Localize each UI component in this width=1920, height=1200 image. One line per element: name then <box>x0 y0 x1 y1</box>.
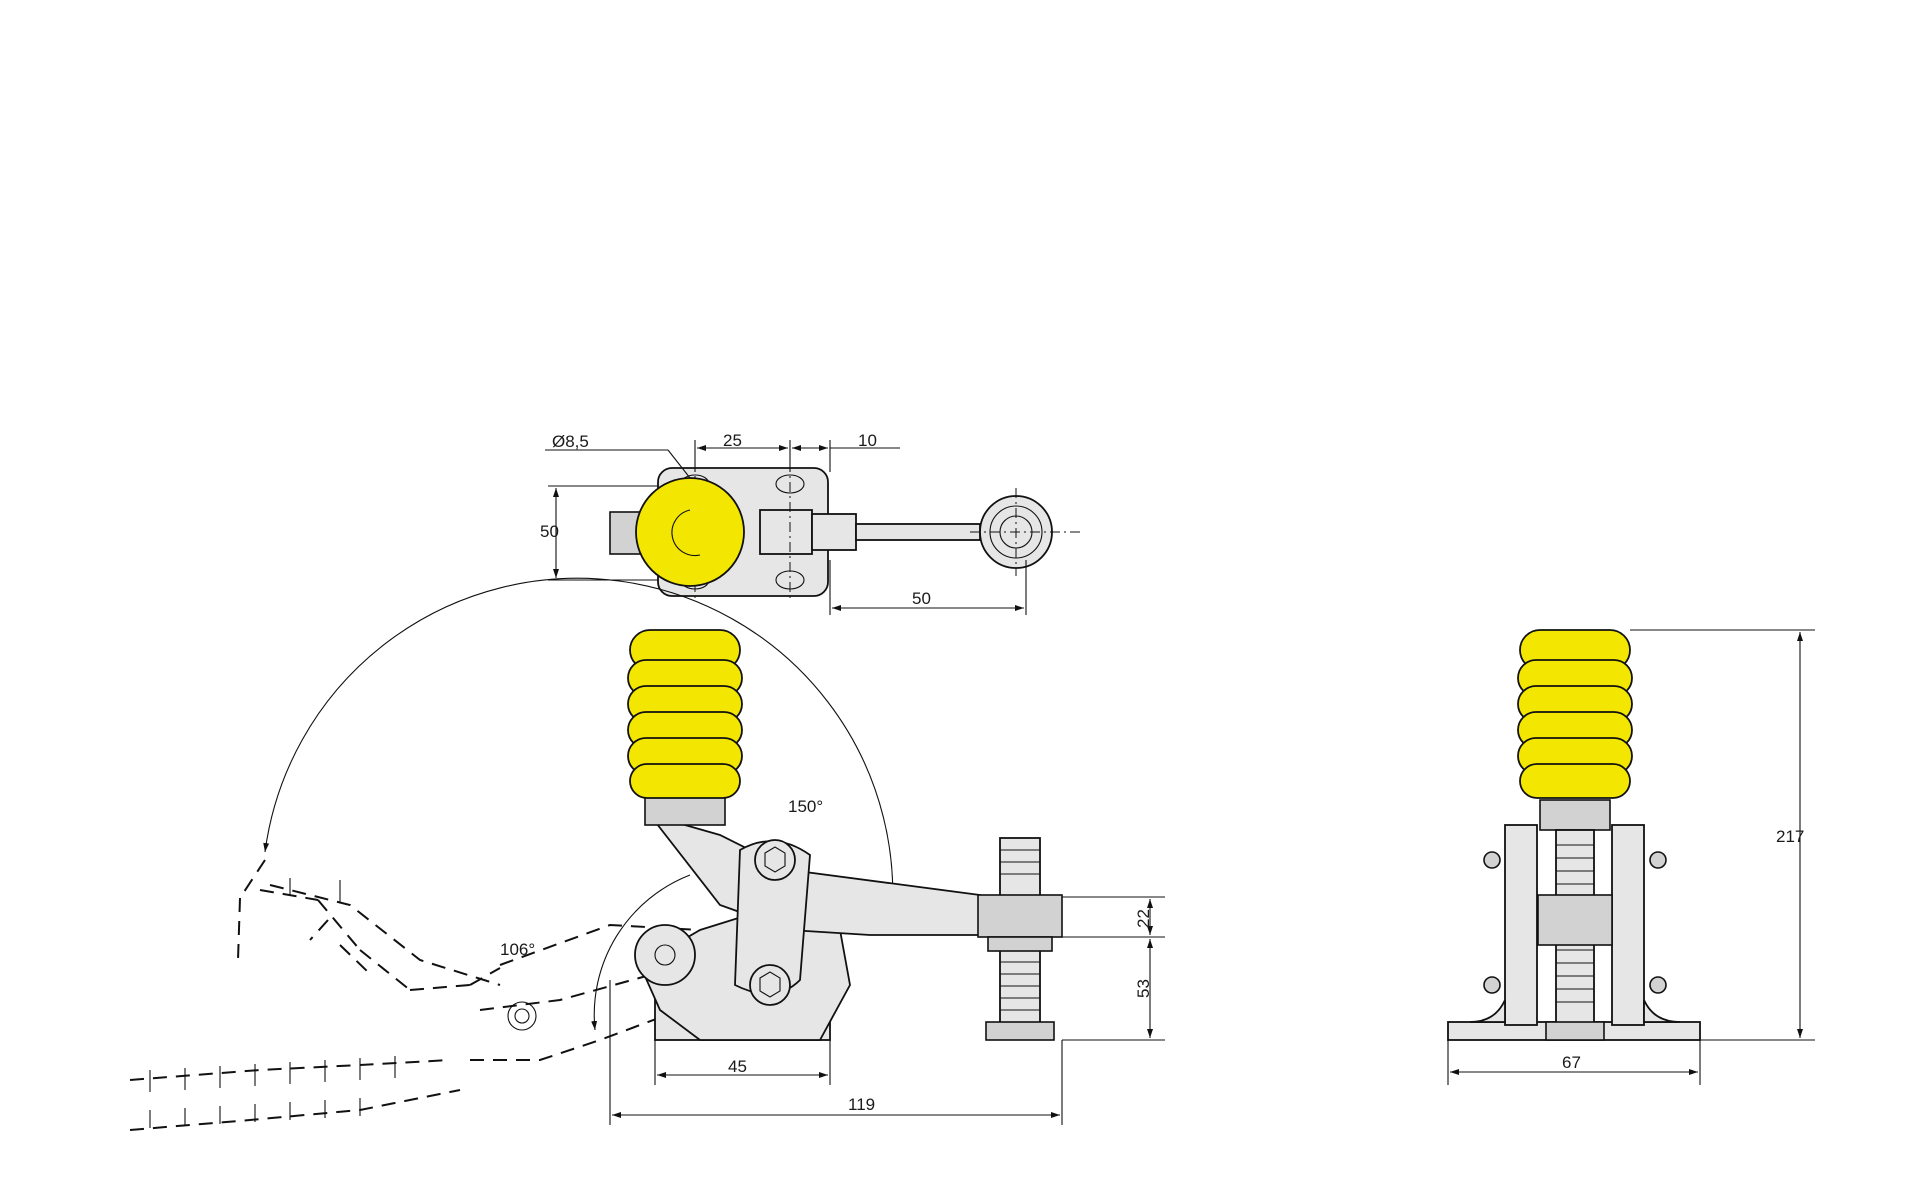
arc-handle-angle <box>591 874 691 1031</box>
front-view: 217 67 <box>1447 629 1815 1085</box>
dim-total-height: 217 <box>1776 827 1804 846</box>
dim-spindle-reach: 50 <box>912 589 931 608</box>
angle-handle: 106° <box>500 940 535 959</box>
dim-thread-top: 22 <box>1134 909 1153 928</box>
dim-width: 50 <box>540 522 559 541</box>
angle-open: 150° <box>788 797 823 816</box>
open-position-outline <box>237 859 501 991</box>
dim-hole-diameter: Ø8,5 <box>552 432 589 451</box>
dim-base-width: 67 <box>1562 1053 1581 1072</box>
dim-total-length: 119 <box>848 1095 875 1114</box>
front-grip <box>1517 629 1633 799</box>
top-grip-knob <box>635 477 745 587</box>
dim-spindle-height: 53 <box>1134 979 1153 998</box>
dim-base-length: 45 <box>728 1057 747 1076</box>
dim-hole-spacing: 25 <box>723 431 742 450</box>
side-view: 150° 106° <box>129 577 1165 1131</box>
dim-offset: 10 <box>858 431 877 450</box>
top-view: 25 10 Ø8,5 50 50 <box>540 431 1080 615</box>
arc-open-angle <box>263 577 895 936</box>
side-grip <box>627 629 743 799</box>
